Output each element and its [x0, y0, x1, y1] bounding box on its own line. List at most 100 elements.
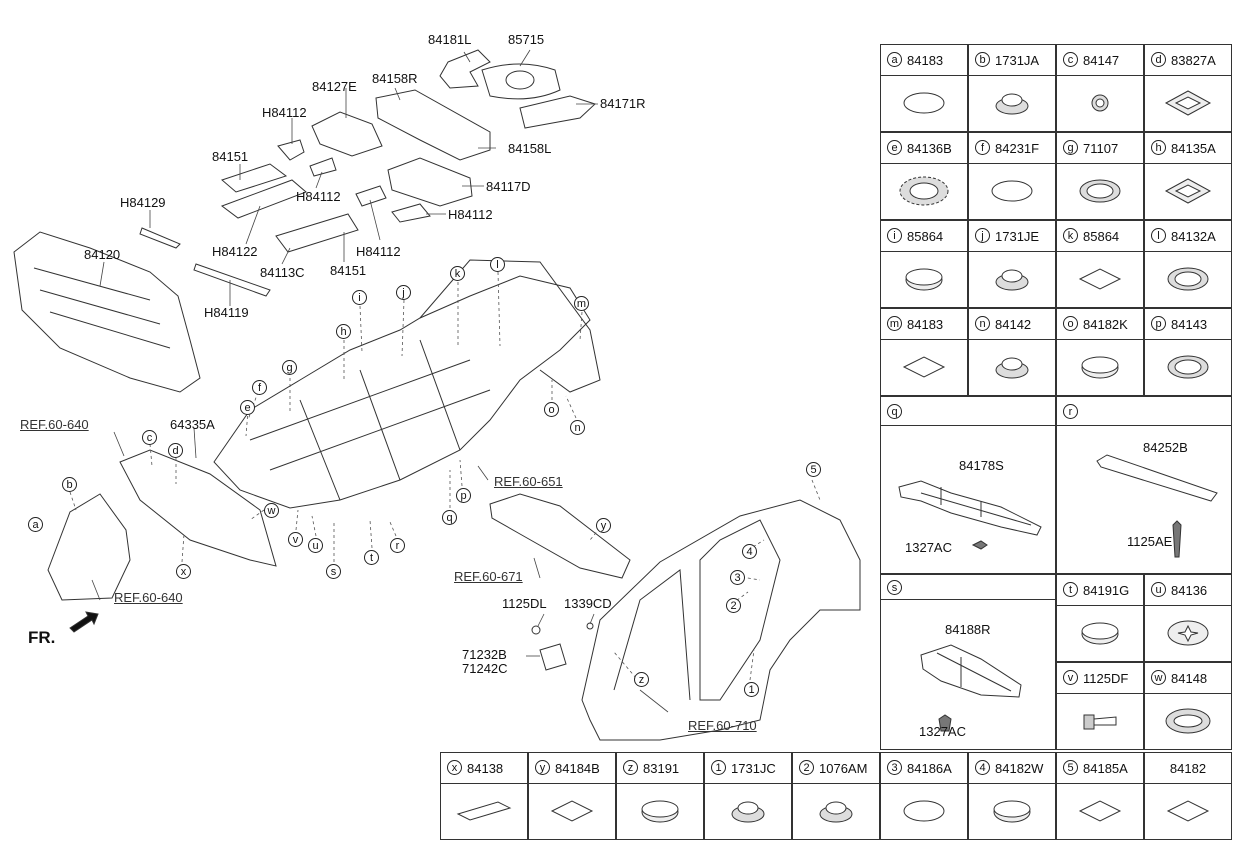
- part-label: 84120: [84, 247, 121, 262]
- legend-key: n: [975, 316, 990, 331]
- oval-pad-icon: [881, 783, 967, 839]
- legend-cell-p[interactable]: p 84143: [1144, 308, 1232, 396]
- legend-cell-84182[interactable]: 84182: [1144, 752, 1232, 840]
- legend-key: i: [887, 228, 902, 243]
- diamond-pad-icon: [529, 783, 615, 839]
- pad-84122: [220, 179, 307, 219]
- legend-key: a: [887, 52, 902, 67]
- part-label: 1125AE: [1127, 534, 1173, 549]
- callout: n: [570, 420, 585, 435]
- callout: 1: [744, 682, 759, 697]
- callout: o: [544, 402, 559, 417]
- side-body: [581, 499, 861, 741]
- ref-label[interactable]: REF.60-710: [688, 718, 757, 733]
- square-plug-icon: [1145, 163, 1231, 219]
- part-number: 84148: [1171, 671, 1208, 686]
- part-number: 84182W: [995, 761, 1044, 776]
- diamond-pad-icon: [881, 339, 967, 395]
- pad-h84112-a: [277, 139, 305, 161]
- legend-key: o: [1063, 316, 1078, 331]
- front-direction-label: FR.: [28, 628, 56, 647]
- part-label: 84158R: [372, 71, 418, 86]
- part-number: 84182K: [1083, 317, 1128, 332]
- callout: e: [240, 400, 255, 415]
- legend-key: p: [1151, 316, 1166, 331]
- fr-arrow-icon: [69, 611, 99, 633]
- ref-label[interactable]: REF.60-640: [114, 590, 183, 605]
- ref-label[interactable]: REF.60-651: [494, 474, 563, 489]
- legend-key: l: [1151, 228, 1166, 243]
- callout: a: [28, 517, 43, 532]
- part-number: 84184B: [555, 761, 600, 776]
- legend-key: r: [1063, 404, 1078, 419]
- ref-label[interactable]: REF.60-640: [20, 417, 89, 432]
- pad-h84112-c: [355, 185, 387, 207]
- callout: q: [442, 510, 457, 525]
- diamond-pad-icon: [1145, 783, 1231, 839]
- part-label: H84112: [296, 189, 341, 204]
- legend-cell-s[interactable]: s 84188R 1327AC: [880, 574, 1056, 750]
- callout: d: [168, 443, 183, 458]
- legend-key: v: [1063, 670, 1078, 685]
- legend-cell-r[interactable]: r 84252B 1125AE: [1056, 396, 1232, 574]
- part-number: 84143: [1171, 317, 1208, 332]
- part-number: 83191: [643, 761, 680, 776]
- callout: k: [450, 266, 465, 281]
- clip-71232b: [539, 643, 567, 671]
- part-number: 84191G: [1083, 583, 1130, 598]
- part-label: 84252B: [1143, 440, 1188, 455]
- part-number: 83827A: [1171, 53, 1216, 68]
- callout: g: [282, 360, 297, 375]
- callout: h: [336, 324, 351, 339]
- grommet-icon: [969, 251, 1055, 307]
- part-label: 71232B: [462, 647, 507, 662]
- legend-key: x: [447, 760, 462, 775]
- disc-plug-icon: [881, 251, 967, 307]
- part-number: 71107: [1083, 141, 1119, 156]
- part-number: 1076AM: [819, 761, 868, 776]
- legend-cell-y[interactable]: y 84184B: [528, 752, 616, 840]
- grommet-icon: [969, 339, 1055, 395]
- part-number: 84182: [1169, 761, 1207, 776]
- legend-key: y: [535, 760, 550, 775]
- legend-cell-o[interactable]: o 84182K: [1056, 308, 1144, 396]
- legend-key: m: [887, 316, 902, 331]
- legend-cell-q[interactable]: q 84178S 1327AC: [880, 396, 1056, 574]
- ref-label[interactable]: REF.60-671: [454, 569, 523, 584]
- cowl-member: [489, 493, 631, 579]
- disc-plug-icon: [1057, 605, 1143, 661]
- legend-key: f: [975, 140, 990, 155]
- callout: 2: [726, 598, 741, 613]
- part-label: 84151: [212, 149, 249, 164]
- grommet-icon: [705, 783, 791, 839]
- bolt-icon: [1057, 693, 1143, 749]
- part-label: 1327AC: [919, 724, 966, 739]
- callout: t: [364, 550, 379, 565]
